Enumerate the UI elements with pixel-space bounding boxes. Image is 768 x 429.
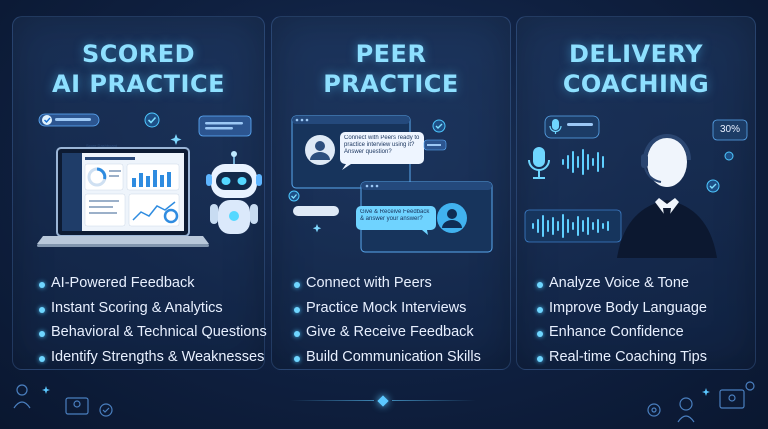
microphone-icon	[528, 147, 550, 179]
list-item: Connect with Peers	[294, 275, 502, 300]
title-line-2: COACHING	[562, 70, 710, 98]
panel-scored-ai-practice: SCORED AI PRACTICE	[12, 16, 267, 374]
chat-bubble-2-text: Give & Receive Feedback & answer your an…	[360, 209, 430, 222]
list-item: Improve Body Language	[537, 300, 747, 325]
video-chat-illustration: Connect with Peers ready to practice int…	[272, 112, 510, 262]
panel-title: SCORED AI PRACTICE	[13, 39, 264, 99]
title-line-1: SCORED	[81, 40, 196, 68]
divider-line-right	[392, 400, 476, 401]
list-item: Give & Receive Feedback	[294, 324, 502, 349]
panel-title: DELIVERY COACHING	[517, 39, 755, 99]
score-badge: 30%	[719, 124, 740, 135]
list-item: Enhance Confidence	[537, 324, 747, 349]
list-item: Behavioral & Technical Questions	[39, 324, 267, 349]
divider-line-left	[290, 400, 374, 401]
people-icons	[13, 384, 113, 417]
video-chat-icon	[288, 115, 493, 253]
list-item: Practice Mock Interviews	[294, 300, 502, 325]
feature-list: Analyze Voice & Tone Improve Body Langua…	[537, 275, 747, 373]
headset-person-icon	[617, 134, 717, 258]
title-line-1: PEER	[355, 40, 427, 68]
robot-icon	[206, 151, 262, 234]
panel-delivery-coaching: DELIVERY COACHING	[516, 16, 756, 370]
list-item: Analyze Voice & Tone	[537, 275, 747, 300]
feature-list: AI-Powered Feedback Instant Scoring & An…	[39, 275, 267, 374]
coach-illustration: 30%	[517, 112, 755, 262]
panel-peer-practice: PEER PRACTICE	[271, 16, 511, 370]
list-item: Real-time Coaching Tips	[537, 349, 747, 374]
list-item: Identify Strengths & Weaknesses	[39, 349, 264, 374]
title-line-1: DELIVERY	[568, 40, 704, 68]
laptop-robot-illustration	[13, 112, 264, 262]
title-line-2: AI PRACTICE	[52, 70, 225, 98]
dashboard-label: Score Dashboard	[86, 143, 118, 148]
list-item: AI-Powered Feedback	[39, 275, 256, 300]
coach-icon	[524, 115, 748, 258]
diamond-icon	[377, 395, 389, 407]
panel-title: PEER PRACTICE	[272, 39, 510, 99]
list-item: Build Communication Skills	[294, 349, 502, 374]
list-item: Instant Scoring & Analytics	[39, 300, 256, 325]
chat-bubble-1-text: Connect with Peers ready to practice int…	[344, 135, 420, 155]
laptop-icon	[37, 112, 262, 247]
title-line-2: PRACTICE	[323, 70, 459, 98]
gear-icons	[647, 381, 755, 423]
feature-list: Connect with Peers Practice Mock Intervi…	[294, 275, 502, 373]
